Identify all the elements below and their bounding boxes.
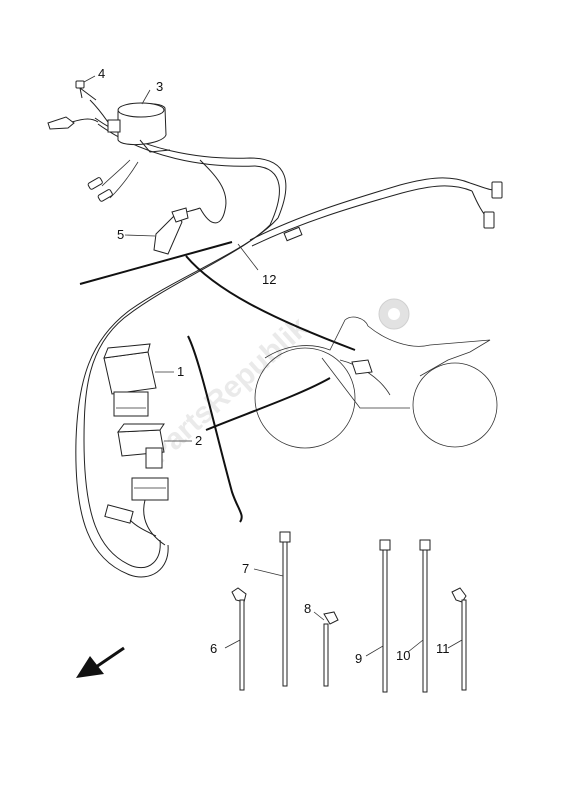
cdi-unit bbox=[103, 343, 157, 417]
arrow-down-left-icon bbox=[76, 646, 125, 678]
coupler-lower bbox=[104, 477, 169, 546]
callout-labels: 1 2 3 4 5 6 7 8 9 10 11 12 bbox=[98, 66, 450, 666]
callout-9: 9 bbox=[355, 651, 362, 666]
cable-tie-11 bbox=[451, 587, 467, 691]
callout-11: 11 bbox=[436, 641, 450, 656]
bolt bbox=[75, 80, 85, 99]
cable-tie-6 bbox=[231, 587, 247, 691]
leader-lines bbox=[83, 75, 463, 657]
callout-2: 2 bbox=[195, 433, 202, 448]
gear-icon bbox=[378, 298, 410, 330]
callout-12: 12 bbox=[262, 272, 276, 287]
wiring-harness bbox=[47, 87, 503, 578]
callout-4: 4 bbox=[98, 66, 105, 81]
callout-10: 10 bbox=[396, 648, 410, 663]
cdi-holder bbox=[116, 423, 165, 469]
callout-3: 3 bbox=[156, 79, 163, 94]
spark-plug-cap bbox=[153, 207, 201, 255]
cable-tie-7 bbox=[279, 531, 291, 687]
callout-7: 7 bbox=[242, 561, 249, 576]
callout-1: 1 bbox=[177, 364, 184, 379]
motorcycle-outline bbox=[254, 316, 498, 449]
watermark: PartsRepublik bbox=[143, 298, 410, 470]
cdi-bracket bbox=[187, 335, 331, 523]
svg-text:PartsRepublik: PartsRepublik bbox=[143, 310, 315, 470]
ignition-coil bbox=[107, 102, 171, 153]
cable-tie-10 bbox=[419, 539, 431, 693]
callout-6: 6 bbox=[210, 641, 217, 656]
callout-8: 8 bbox=[304, 601, 311, 616]
cable-tie-9 bbox=[379, 539, 391, 693]
callout-5: 5 bbox=[117, 227, 124, 242]
cable-tie-8 bbox=[323, 611, 339, 687]
harness-pointer bbox=[79, 241, 356, 351]
